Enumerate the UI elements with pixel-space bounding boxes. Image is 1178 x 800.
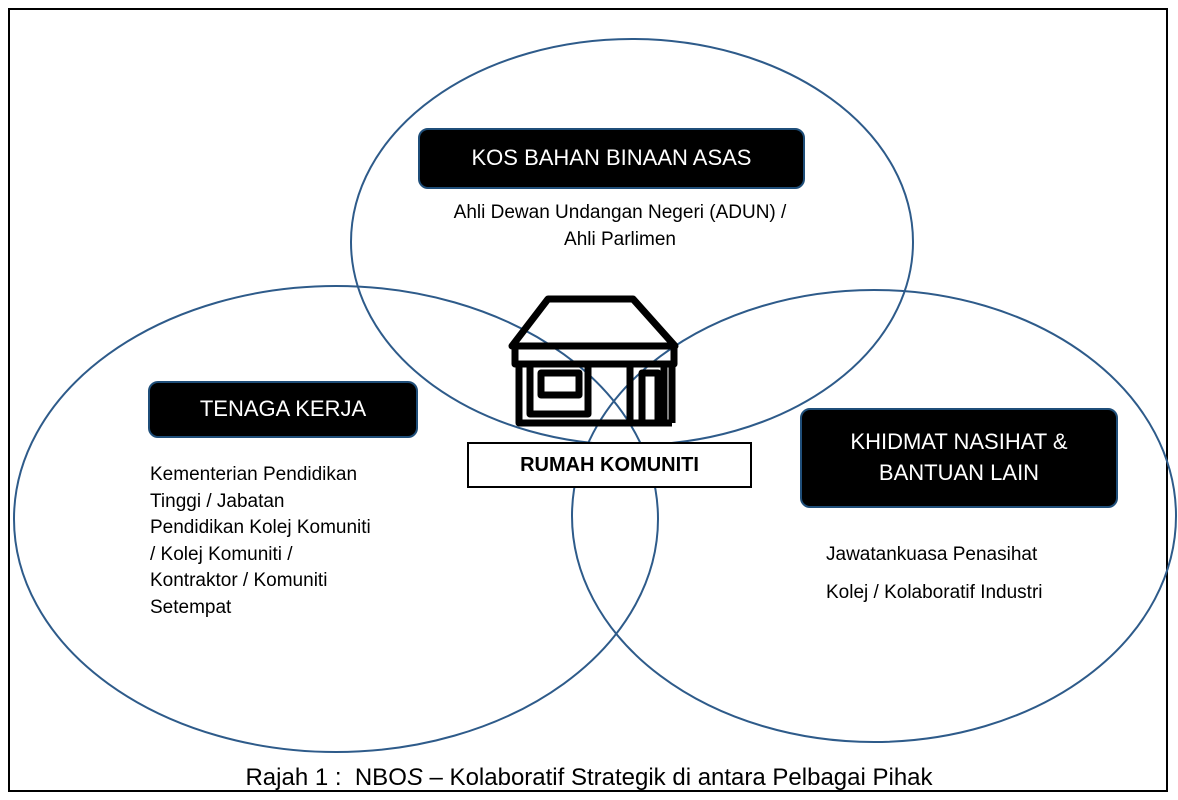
circle-left	[13, 285, 659, 753]
caption-italic: S	[406, 764, 423, 791]
text-khidmat-nasihat: Jawatankuasa Penasihat Kolej / Kolaborat…	[826, 544, 1043, 603]
circle-right	[571, 289, 1177, 743]
header-tenaga-kerja: TENAGA KERJA	[148, 381, 418, 438]
caption-suffix: – Kolaboratif Strategik di antara Pelbag…	[422, 764, 933, 791]
header-khidmat-nasihat: KHIDMAT NASIHAT & BANTUAN LAIN	[800, 408, 1118, 508]
figure-caption: Rajah 1 : NBOS – Kolaboratif Strategik d…	[0, 764, 1178, 792]
diagram-frame	[8, 8, 1168, 792]
header-kos-bahan-binaan-asas: KOS BAHAN BINAAN ASAS	[418, 128, 805, 189]
text-tenaga-kerja: Kementerian Pendidikan Tinggi / Jabatan …	[150, 464, 371, 618]
house-icon	[508, 295, 679, 427]
rumah-komuniti-label: RUMAH KOMUNITI	[467, 442, 752, 488]
caption-prefix: Rajah 1 : NBO	[245, 764, 407, 791]
text-kos-bahan-binaan-asas: Ahli Dewan Undangan Negeri (ADUN) / Ahli…	[453, 202, 787, 250]
